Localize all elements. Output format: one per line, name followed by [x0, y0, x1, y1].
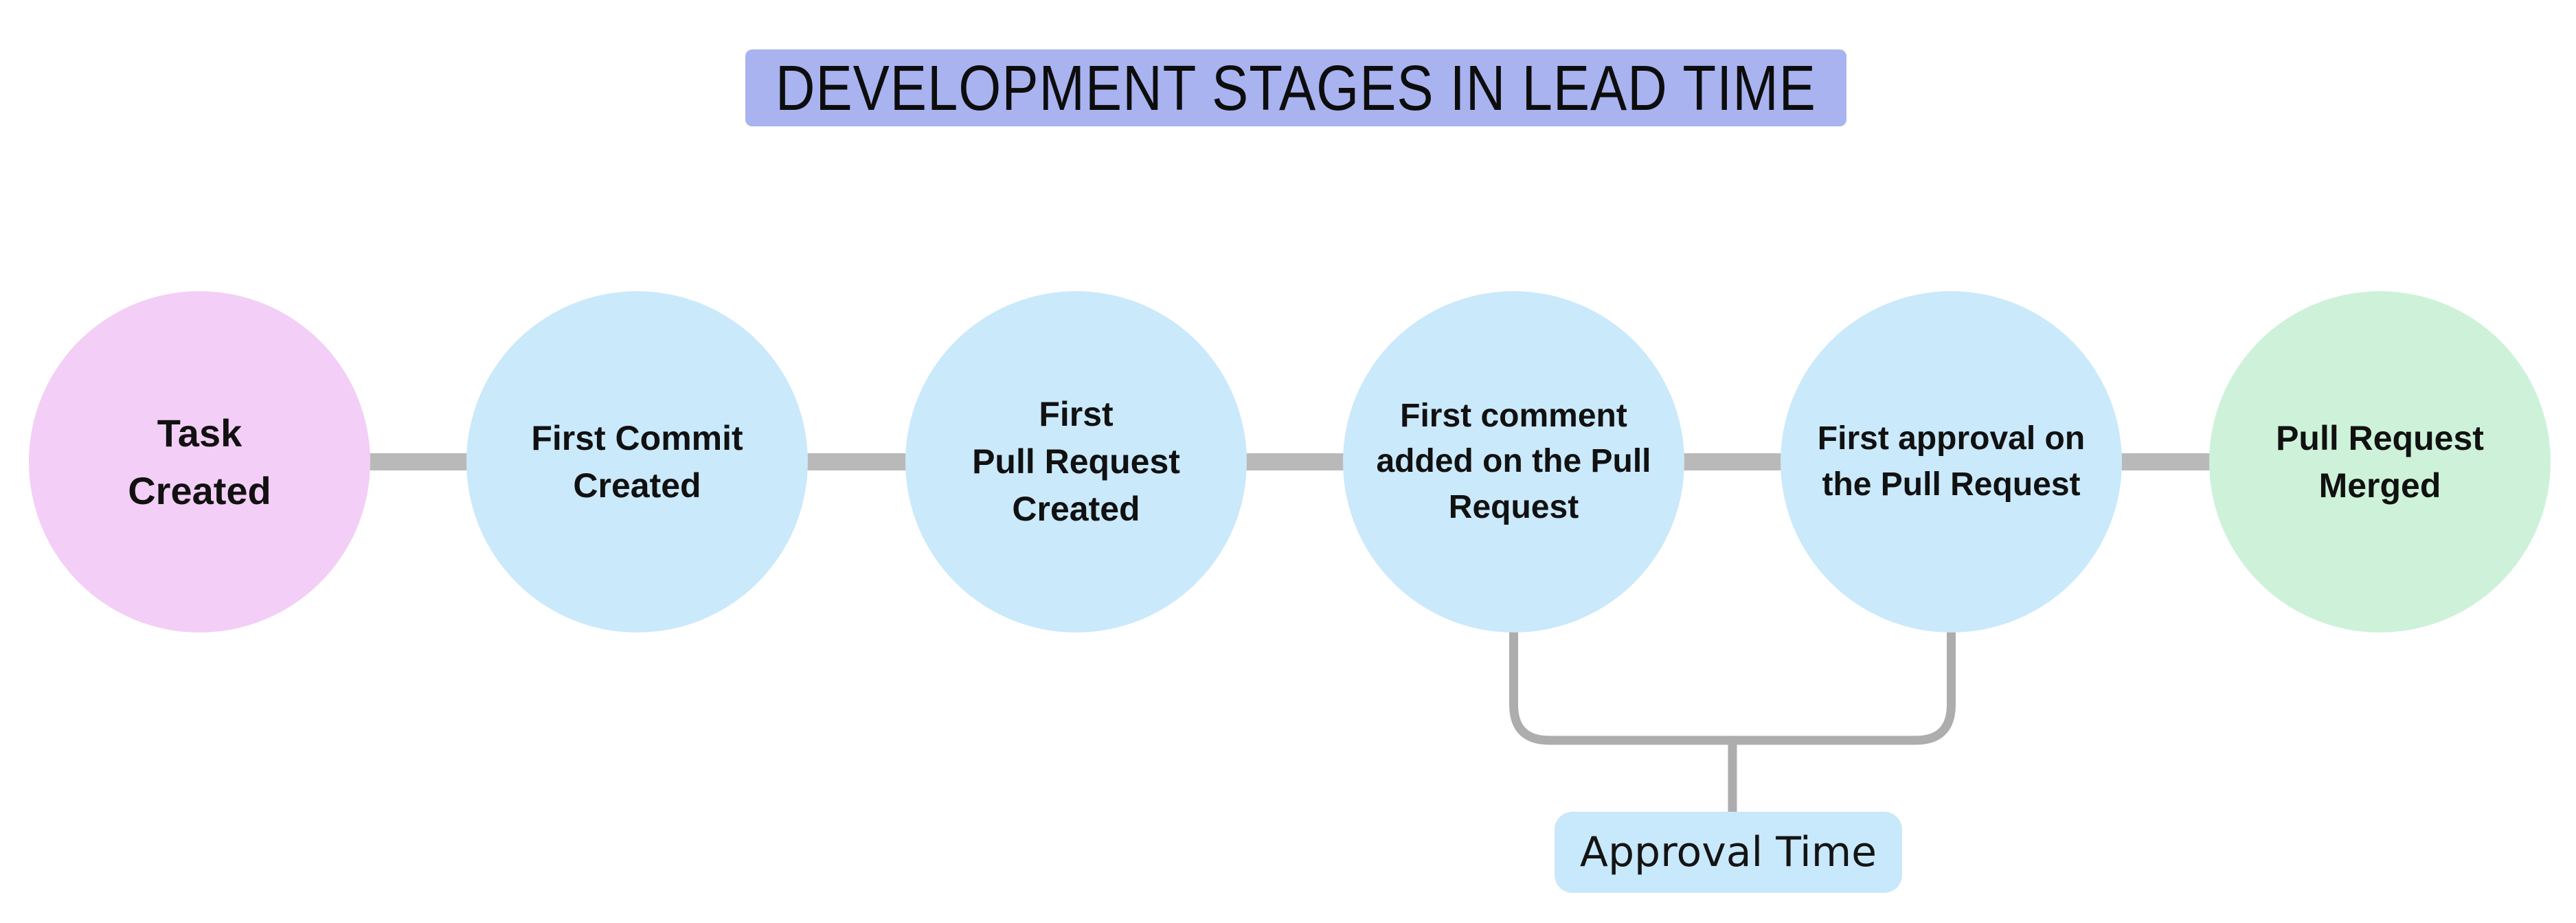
page-title: DEVELOPMENT STAGES IN LEAD TIME — [775, 52, 1816, 124]
stage-first-pull-request-created: First Pull Request Created — [905, 291, 1247, 633]
stage-first-approval: First approval on the Pull Request — [1781, 291, 2122, 633]
stage-task-created: Task Created — [29, 291, 370, 633]
stage-first-commit-created: First Commit Created — [466, 291, 808, 633]
approval-time-label: Approval Time — [1555, 812, 1902, 893]
title-banner: DEVELOPMENT STAGES IN LEAD TIME — [745, 49, 1846, 126]
stage-pull-request-merged: Pull Request Merged — [2209, 291, 2551, 633]
stage-first-comment-added: First comment added on the Pull Request — [1343, 291, 1684, 633]
bracket-curve — [1509, 622, 1956, 745]
